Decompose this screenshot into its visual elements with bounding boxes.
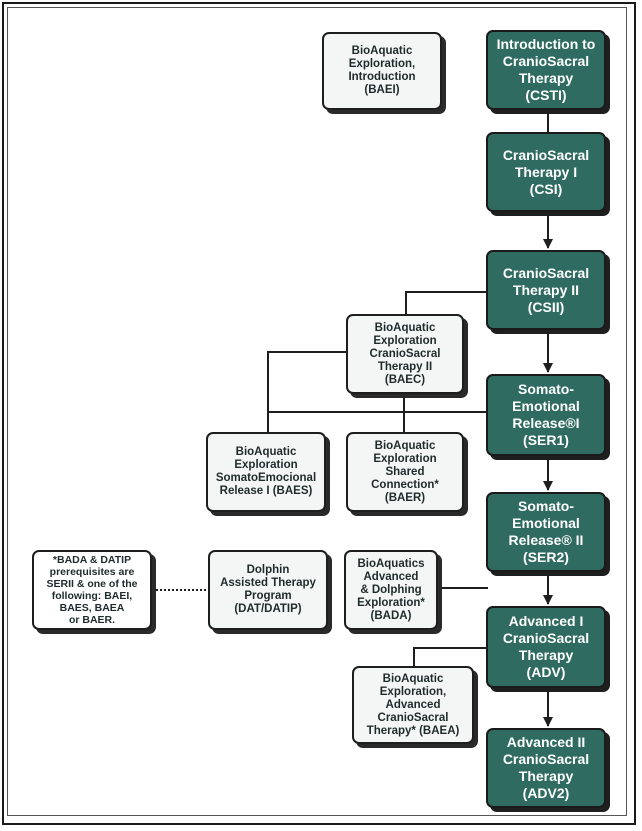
course-csii-label: CranioSacral Therapy II (CSII) xyxy=(502,264,590,315)
course-bada: BioAquatics Advanced & Dolphing Explorat… xyxy=(344,550,438,630)
course-adv-label: Advanced I CranioSacral Therapy (ADV) xyxy=(502,613,590,680)
line-adv-to-baea xyxy=(413,647,488,666)
course-csi-label: CranioSacral Therapy I (CSI) xyxy=(502,146,590,197)
course-csti: Introduction to CranioSacral Therapy (CS… xyxy=(486,30,606,110)
course-dat: Dolphin Assisted Therapy Program (DAT/DA… xyxy=(208,550,328,630)
course-adv2-label: Advanced II CranioSacral Therapy (ADV2) xyxy=(502,734,590,801)
course-ser1-label: Somato- Emotional Release®I (SER1) xyxy=(512,381,580,448)
course-baei-label: BioAquatic Exploration, Introduction (BA… xyxy=(348,45,416,96)
course-dat-label: Dolphin Assisted Therapy Program (DAT/DA… xyxy=(220,564,316,615)
course-ser2: Somato- Emotional Release® II (SER2) xyxy=(486,492,606,572)
course-csii: CranioSacral Therapy II (CSII) xyxy=(486,250,606,330)
course-baea: BioAquatic Exploration, Advanced CranioS… xyxy=(352,666,474,744)
line-csii-to-baec xyxy=(405,291,488,316)
course-adv2: Advanced II CranioSacral Therapy (ADV2) xyxy=(486,728,606,808)
line-baec-to-baes xyxy=(267,351,348,432)
course-ser2-label: Somato- Emotional Release® II (SER2) xyxy=(508,498,584,565)
course-adv: Advanced I CranioSacral Therapy (ADV) xyxy=(486,606,606,688)
course-csti-label: Introduction to CranioSacral Therapy (CS… xyxy=(496,36,596,103)
course-baea-label: BioAquatic Exploration, Advanced CranioS… xyxy=(366,672,460,737)
course-baes: BioAquatic Exploration SomatoEmocional R… xyxy=(206,432,326,512)
course-baei: BioAquatic Exploration, Introduction (BA… xyxy=(322,32,442,110)
course-ser1: Somato- Emotional Release®I (SER1) xyxy=(486,374,606,456)
course-baer: BioAquatic Exploration Shared Connection… xyxy=(346,432,464,512)
course-baec-label: BioAquatic Exploration CranioSacral Ther… xyxy=(369,321,441,386)
course-baer-label: BioAquatic Exploration Shared Connection… xyxy=(371,439,439,504)
course-bada-label: BioAquatics Advanced & Dolphing Explorat… xyxy=(357,557,425,622)
course-csi: CranioSacral Therapy I (CSI) xyxy=(486,132,606,212)
inner-frame xyxy=(7,7,627,816)
course-baec: BioAquatic Exploration CranioSacral Ther… xyxy=(346,314,464,394)
prerequisite-footnote-text: *BADA & DATIP prerequisites are SERII & … xyxy=(46,554,138,626)
course-baes-label: BioAquatic Exploration SomatoEmocional R… xyxy=(215,446,317,497)
prerequisite-footnote: *BADA & DATIP prerequisites are SERII & … xyxy=(32,550,152,630)
